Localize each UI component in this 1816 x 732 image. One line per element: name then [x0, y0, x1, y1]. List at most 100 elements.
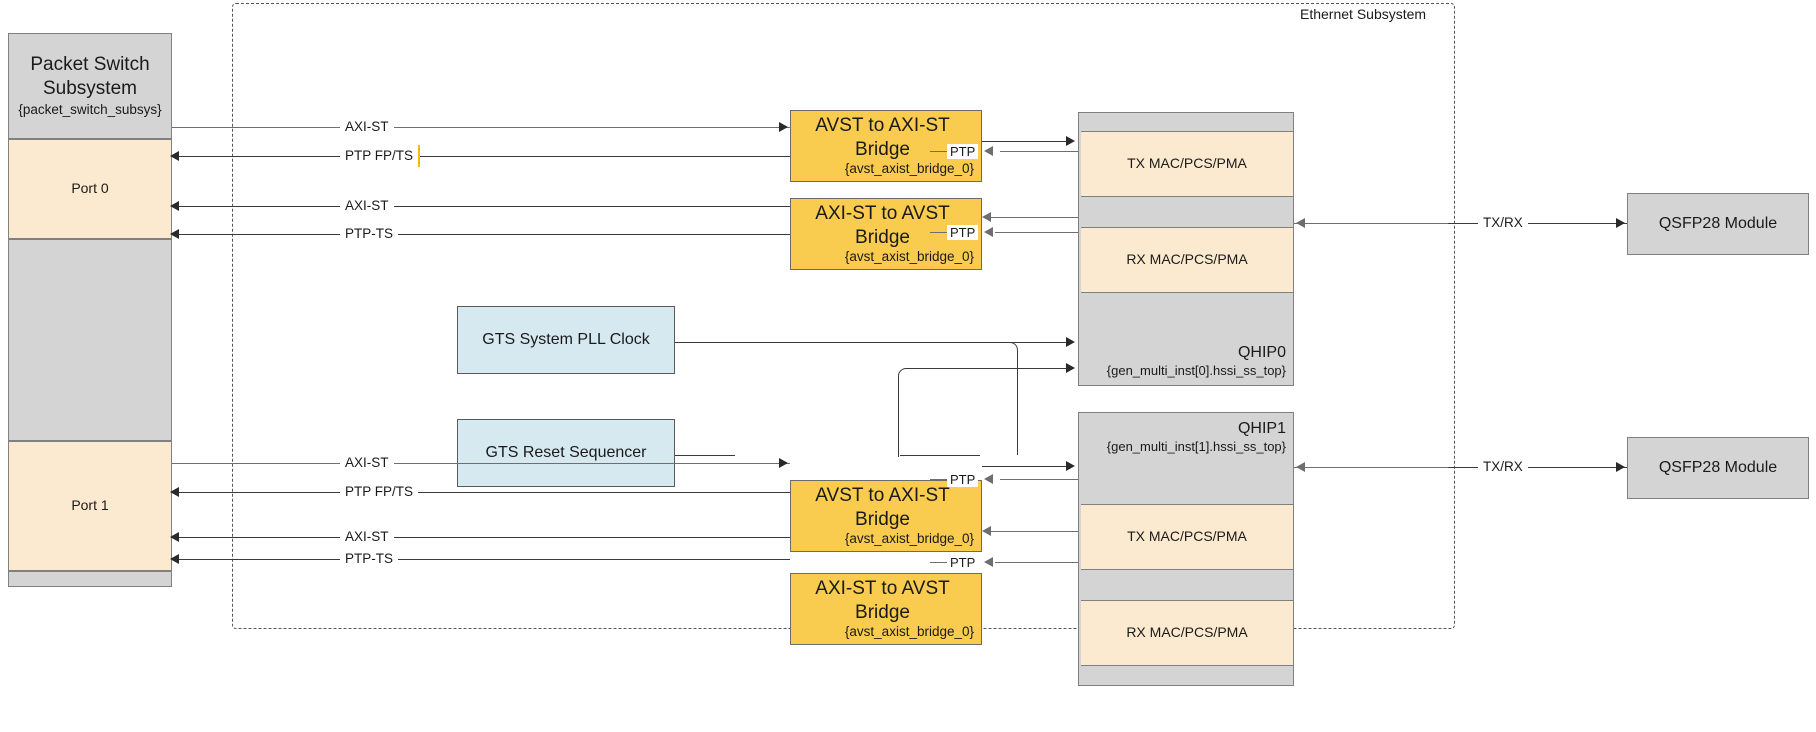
arrow-left: [1296, 462, 1305, 472]
signal-label-ptp-ts: PTP-TS: [340, 226, 399, 241]
signal-label-ptp-fp-ts: PTP FP/TS: [340, 148, 419, 163]
qhip1-name: QHIP1: [1237, 420, 1286, 437]
arrow-right: [1066, 363, 1075, 373]
signal-label-ptp: PTP: [947, 144, 979, 159]
gts-pll-label: GTS System PLL Clock: [482, 331, 650, 348]
wire-ptp-tx1-right-seg: [1000, 479, 1078, 480]
bridge-instance: {avst_axist_bridge_0}: [844, 249, 974, 265]
wire-bridge2-to-qhip1-tx: [982, 466, 1068, 467]
bridge-name: AVST to AXI-ST Bridge: [815, 484, 950, 530]
wire-ptp-fpts-bridge-to-port1: [176, 492, 790, 493]
wire-ptp-ts-bridge-to-port0: [176, 234, 790, 235]
signal-label-ptp: PTP: [947, 225, 979, 240]
arrow-left: [984, 474, 993, 484]
bridge-instance: {avst_axist_bridge_0}: [844, 531, 974, 547]
arrow-right: [1616, 462, 1625, 472]
qhip1-instance: {gen_multi_inst[1].hssi_ss_top}: [1106, 439, 1286, 454]
ethernet-subsystem-label: Ethernet Subsystem: [1300, 6, 1427, 22]
arrow-right: [1066, 136, 1075, 146]
ptp-tick-marker-icon: [418, 145, 420, 167]
qhip1-rx-label: RX MAC/PCS/PMA: [1126, 624, 1248, 641]
wire-axist-port0-to-bridge: [172, 127, 790, 128]
arrow-right: [1616, 218, 1625, 228]
bridge-axist-to-avst-port1[interactable]: AXI-ST to AVST Bridge {avst_axist_bridge…: [790, 573, 982, 645]
arrow-left: [982, 212, 991, 222]
wire-reset-seq-elbow: [898, 368, 938, 457]
wire-qhip1-to-qsfp1: [1448, 467, 1627, 468]
qhip1-block[interactable]: QHIP1 {gen_multi_inst[1].hssi_ss_top} TX…: [1078, 412, 1294, 686]
arrow-left: [170, 487, 179, 497]
qhip0-block[interactable]: TX MAC/PCS/PMA RX MAC/PCS/PMA QHIP0 {gen…: [1078, 112, 1294, 386]
packet-switch-middle-spacer: [8, 239, 172, 441]
signal-label-axi-st: AXI-ST: [340, 198, 394, 213]
signal-label-tx-rx: TX/RX: [1478, 215, 1528, 230]
signal-label-axi-st: AXI-ST: [340, 119, 394, 134]
qhip0-rx-label: RX MAC/PCS/PMA: [1126, 251, 1248, 268]
wire-ptp-rx1-left-seg: [930, 562, 948, 563]
wire-ptp-rx1-right-seg: [995, 562, 1078, 563]
packet-switch-port1[interactable]: Port 1: [8, 441, 172, 571]
qsfp28-module-0[interactable]: QSFP28 Module: [1627, 193, 1809, 255]
qhip0-tx-label: TX MAC/PCS/PMA: [1127, 155, 1247, 172]
wire-axist-bridge-to-port1: [176, 537, 790, 538]
wire-ptp-tx-right-seg: [1000, 151, 1078, 152]
bridge-name: AVST to AXI-ST Bridge: [815, 114, 950, 160]
port1-label: Port 1: [71, 497, 109, 514]
gts-system-pll-clock[interactable]: GTS System PLL Clock: [457, 306, 675, 374]
signal-label-ptp: PTP: [947, 472, 979, 487]
bridge-avst-to-axist-port1[interactable]: AVST to AXI-ST Bridge {avst_axist_bridge…: [790, 480, 982, 552]
wire-qhip1-rx-to-bridge3: [990, 531, 1078, 532]
packet-switch-instance: {packet_switch_subsys}: [18, 102, 162, 118]
bridge-name: AXI-ST to AVST Bridge: [815, 577, 950, 623]
wire-ptp-rx-left-seg: [930, 232, 948, 233]
arrow-right: [779, 458, 788, 468]
wire-qhip0-rx-to-bridge1: [990, 217, 1078, 218]
packet-switch-title-line1: Packet Switch: [30, 53, 150, 75]
port0-label: Port 0: [71, 180, 109, 197]
wire-pll-to-qhip0: [675, 342, 1068, 343]
packet-switch-port0[interactable]: Port 0: [8, 139, 172, 239]
arrow-left: [170, 201, 179, 211]
signal-label-ptp-fp-ts: PTP FP/TS: [340, 484, 419, 499]
signal-label-axi-st: AXI-ST: [340, 455, 394, 470]
arrow-left: [170, 151, 179, 161]
wire-ptp-fpts-bridge-to-port0: [176, 156, 790, 157]
arrow-right: [1066, 461, 1075, 471]
qhip0-tx-mac-pcs-pma: TX MAC/PCS/PMA: [1081, 131, 1293, 197]
signal-label-axi-st: AXI-ST: [340, 529, 394, 544]
arrow-left: [984, 227, 993, 237]
wire-reset-seq-out: [675, 455, 735, 456]
qhip0-instance: {gen_multi_inst[0].hssi_ss_top}: [1106, 362, 1286, 378]
wire-qhip0-to-qsfp0: [1448, 223, 1627, 224]
qhip1-tx-mac-pcs-pma: TX MAC/PCS/PMA: [1081, 504, 1293, 570]
wire-ptp-tx1-left-seg: [930, 479, 948, 480]
arrow-left: [170, 532, 179, 542]
wire-ptp-tx-left-seg: [930, 151, 948, 152]
wire-ptp-ts-bridge-to-port1: [176, 559, 790, 560]
gts-reset-sequencer[interactable]: GTS Reset Sequencer: [457, 419, 675, 487]
arrow-right: [779, 122, 788, 132]
wire-axist-port1-to-bridge: [172, 463, 790, 464]
signal-label-ptp-ts: PTP-TS: [340, 551, 399, 566]
qhip1-rx-mac-pcs-pma: RX MAC/PCS/PMA: [1081, 600, 1293, 666]
qsfp28-label: QSFP28 Module: [1658, 459, 1778, 476]
gts-reset-label: GTS Reset Sequencer: [485, 444, 647, 461]
signal-label-ptp: PTP: [947, 555, 979, 570]
packet-switch-bottom-spacer: [8, 571, 172, 587]
arrow-left: [170, 554, 179, 564]
qhip0-name: QHIP0: [1237, 343, 1286, 361]
signal-label-tx-rx: TX/RX: [1478, 459, 1528, 474]
qsfp28-label: QSFP28 Module: [1658, 215, 1778, 232]
bridge-instance: {avst_axist_bridge_0}: [844, 161, 974, 177]
qhip1-tx-label: TX MAC/PCS/PMA: [1127, 528, 1247, 545]
wire-reset-seq-to-qhip1: [938, 368, 1068, 369]
packet-switch-title-line2: Subsystem: [43, 77, 137, 99]
bridge-instance: {avst_axist_bridge_0}: [844, 624, 974, 640]
bridge-name: AXI-ST to AVST Bridge: [815, 202, 950, 248]
wire-ptp-rx-right-seg: [995, 232, 1078, 233]
arrow-left: [984, 146, 993, 156]
arrow-left: [982, 526, 991, 536]
arrow-left: [984, 557, 993, 567]
qsfp28-module-1[interactable]: QSFP28 Module: [1627, 437, 1809, 499]
arrow-left: [1296, 218, 1305, 228]
